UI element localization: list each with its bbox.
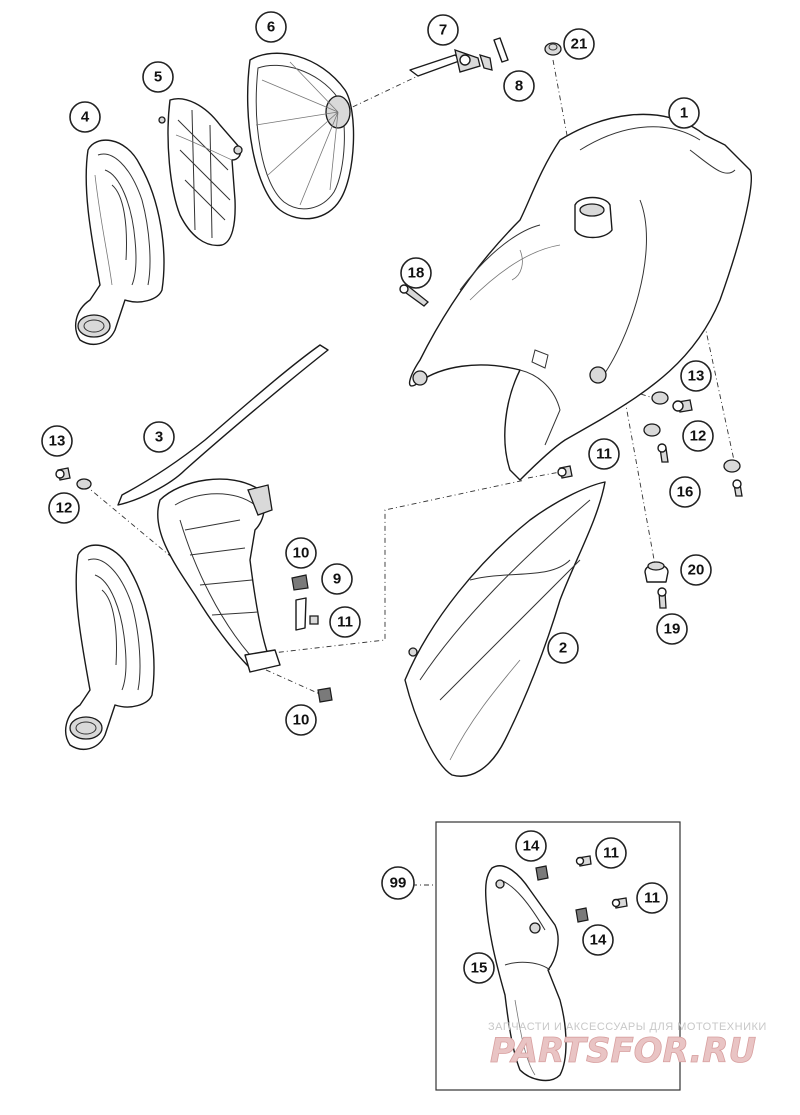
callout-10-upper: 10 [285,537,317,569]
svg-text:2: 2 [559,640,567,657]
callout-11-kit-lower: 11 [636,882,668,914]
callout-11-kit-upper: 11 [595,837,627,869]
svg-text:1: 1 [680,105,688,122]
svg-text:19: 19 [664,621,681,638]
air-filter-top [74,139,165,346]
svg-text:9: 9 [333,571,341,588]
callout-6: 6 [255,11,287,43]
svg-text:7: 7 [439,22,447,39]
callout-15: 15 [463,952,495,984]
callout-10-lower: 10 [285,704,317,736]
callout-21: 21 [563,28,595,60]
callout-2: 2 [547,632,579,664]
svg-text:3: 3 [155,429,163,446]
callout-11-left: 11 [329,606,361,638]
svg-text:11: 11 [644,890,660,907]
callout-11-middle: 11 [588,438,620,470]
airbox [117,344,329,673]
callout-19: 19 [656,613,688,645]
air-filter-bottom [64,544,155,751]
watermark: ЗАПЧАСТИ И АКСЕССУАРЫ ДЛЯ МОТОТЕХНИКИ PA… [488,1021,767,1071]
callout-9: 9 [321,563,353,595]
svg-text:20: 20 [688,562,705,579]
screw-11-middle [557,465,573,479]
callout-1: 1 [668,97,700,129]
svg-text:99: 99 [390,875,407,892]
callout-7: 7 [427,14,459,46]
callout-16: 16 [669,476,701,508]
callout-18: 18 [400,257,432,289]
svg-text:13: 13 [688,368,705,385]
svg-text:10: 10 [293,712,310,729]
side-cover [484,865,567,1082]
callout-14-upper: 14 [515,830,547,862]
filter-cage [158,98,243,247]
svg-text:14: 14 [590,932,607,949]
kit-hardware [535,855,628,923]
svg-text:12: 12 [56,500,73,517]
callout-12-right: 12 [682,420,714,452]
svg-text:14: 14 [523,838,540,855]
svg-text:11: 11 [337,614,353,631]
svg-text:11: 11 [596,446,612,463]
svg-text:8: 8 [515,78,523,95]
callout-99: 99 [381,866,415,900]
watermark-tagline: ЗАПЧАСТИ И АКСЕССУАРЫ ДЛЯ МОТОТЕХНИКИ [488,1021,767,1033]
svg-text:15: 15 [471,960,488,977]
svg-text:16: 16 [677,484,694,501]
svg-text:11: 11 [603,845,619,862]
retaining-pin [493,37,509,63]
svg-text:21: 21 [571,36,588,53]
side-panel [404,481,606,777]
svg-text:13: 13 [49,433,66,450]
callout-4: 4 [69,101,101,133]
svg-text:5: 5 [154,69,162,86]
callout-5: 5 [142,61,174,93]
callout-13-right: 13 [680,360,712,392]
callout-3: 3 [143,421,175,453]
callout-20: 20 [680,554,712,586]
svg-text:10: 10 [293,545,310,562]
filter-screen [247,52,355,220]
hardware-right [643,391,743,609]
filter-strap [409,49,493,77]
callout-13-left: 13 [41,425,73,457]
callout-8: 8 [503,70,535,102]
hardware-left [55,467,333,703]
svg-text:12: 12 [690,428,707,445]
callout-12-left: 12 [48,492,80,524]
svg-text:4: 4 [81,109,90,126]
screw-18 [399,284,429,307]
watermark-logo-text: PARTSFOR.RU [490,1031,756,1071]
svg-text:18: 18 [408,265,425,282]
svg-text:6: 6 [267,19,275,36]
fuel-cap [544,42,562,56]
callout-14-lower: 14 [582,924,614,956]
kit-99-frame [435,821,681,1091]
fuel-tank [408,113,752,481]
